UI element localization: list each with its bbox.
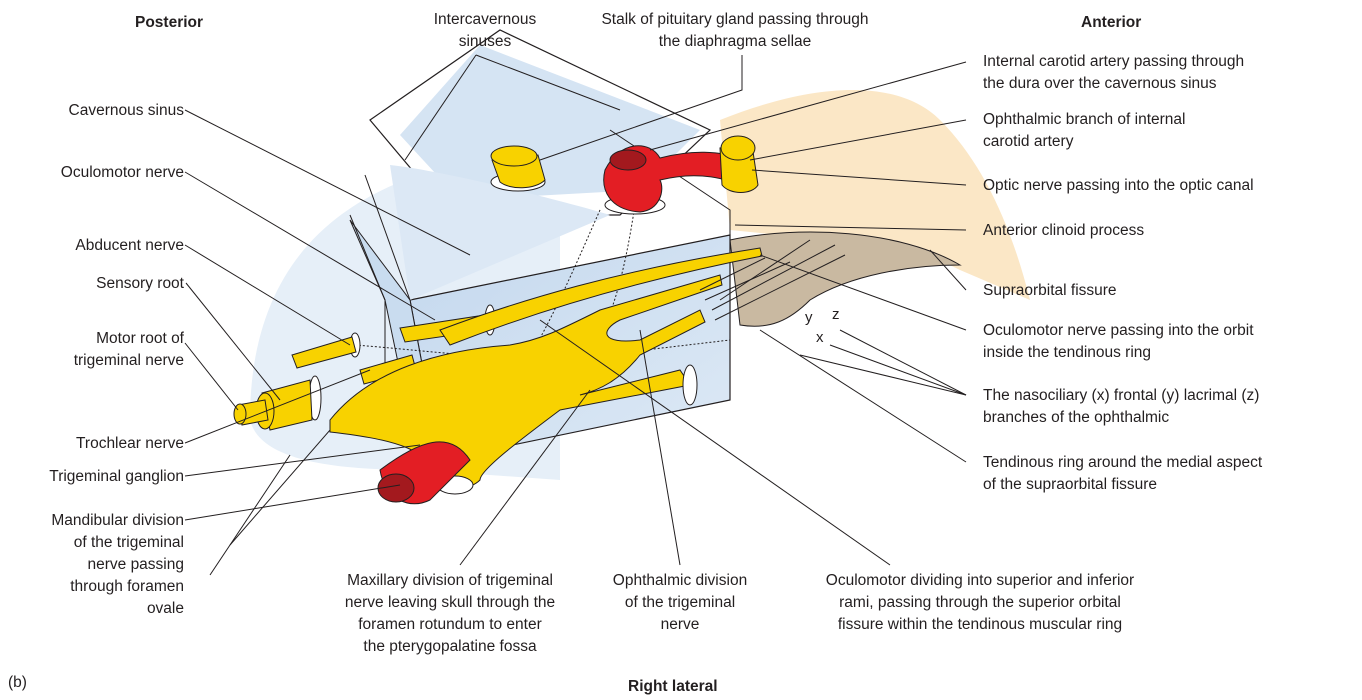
label-mandibular-4: through foramen xyxy=(70,578,184,595)
label-oculomotor-orbit-2: inside the tendinous ring xyxy=(983,344,1152,361)
label-maxillary-2: nerve leaving skull through the xyxy=(344,594,556,611)
label-maxillary-1: Maxillary division of trigeminal xyxy=(347,572,553,589)
orientation-posterior: Posterior xyxy=(135,14,204,31)
label-abducent-nerve: Abducent nerve xyxy=(75,237,184,254)
carotid-lumen xyxy=(609,149,647,171)
sinus-wall-line-1 xyxy=(364,174,411,301)
label-trochlear-nerve: Trochlear nerve xyxy=(76,435,184,452)
orientation-right-lateral: Right lateral xyxy=(628,678,718,695)
label-optic-nerve: Optic nerve passing into the optic canal xyxy=(983,177,1254,194)
anterior-clinoid-bone xyxy=(720,90,1030,300)
label-mandibular-1: Mandibular division xyxy=(51,512,184,529)
label-maxillary-4: the pterygopalatine fossa xyxy=(363,638,537,655)
label-supraorbital-fissure: Supraorbital fissure xyxy=(983,282,1117,299)
label-tendinous-ring-2: of the supraorbital fissure xyxy=(983,476,1158,493)
maxillary-hole xyxy=(682,364,698,406)
label-ophthalmic-division-2: of the trigeminal xyxy=(624,594,736,611)
label-anterior-clinoid: Anterior clinoid process xyxy=(983,222,1145,239)
branch-letter-z: z xyxy=(832,306,840,323)
branch-arrow-1 xyxy=(699,257,766,291)
carotid-bottom-lumen xyxy=(377,473,415,503)
label-motor-root-1: Motor root of xyxy=(96,330,184,347)
label-oculomotor-dividing-1: Oculomotor dividing into superior and in… xyxy=(825,572,1135,589)
label-oculomotor-orbit-1: Oculomotor nerve passing into the orbit xyxy=(983,322,1254,339)
branch-arrow-3 xyxy=(711,244,836,311)
label-motor-root-2: trigeminal nerve xyxy=(73,352,184,369)
label-mandibular-2: of the trigeminal xyxy=(73,534,184,551)
label-ophthalmic-branch-2: carotid artery xyxy=(983,133,1074,150)
branch-letter-x: x xyxy=(816,329,824,346)
abducent-nerve xyxy=(291,336,357,369)
label-intercavernous-2: sinuses xyxy=(458,33,512,50)
label-mandibular-3: nerve passing xyxy=(87,556,184,573)
label-oculomotor-dividing-2: rami, passing through the superior orbit… xyxy=(839,594,1121,611)
branch-arrow-2 xyxy=(704,261,791,301)
supraorbital-fissure-shape xyxy=(729,231,962,327)
label-ophthalmic-division-3: nerve xyxy=(660,616,700,633)
sinus-body xyxy=(390,165,610,300)
label-cavernous-sinus: Cavernous sinus xyxy=(68,102,184,119)
label-maxillary-3: foramen rotundum to enter xyxy=(358,616,542,633)
label-ophthalmic-division-1: Ophthalmic division xyxy=(612,572,748,589)
sinus-wall-line-2 xyxy=(349,214,386,380)
branch-letter-y: y xyxy=(805,309,813,326)
leader-lines xyxy=(184,54,967,566)
pituitary-stalk-top xyxy=(490,145,538,167)
branch-arrow-4 xyxy=(714,254,846,321)
label-internal-carotid-2: the dura over the cavernous sinus xyxy=(983,75,1217,92)
label-pituitary-stalk-2: the diaphragma sellae xyxy=(658,33,812,50)
label-sensory-root: Sensory root xyxy=(96,275,184,292)
label-branches-2: branches of the ophthalmic xyxy=(983,409,1170,426)
branch-arrow-5 xyxy=(719,239,811,301)
label-oculomotor-nerve: Oculomotor nerve xyxy=(60,164,184,181)
label-tendinous-ring-1: Tendinous ring around the medial aspect xyxy=(983,454,1263,471)
label-intercavernous-1: Intercavernous xyxy=(433,11,537,28)
label-ophthalmic-branch-1: Ophthalmic branch of internal xyxy=(983,111,1186,128)
label-pituitary-stalk-1: Stalk of pituitary gland passing through xyxy=(601,11,869,28)
orientation-anterior: Anterior xyxy=(1081,14,1142,31)
panel-label: (b) xyxy=(8,674,27,691)
label-mandibular-5: ovale xyxy=(146,600,184,617)
label-oculomotor-dividing-3: fissure within the tendinous muscular ri… xyxy=(837,616,1123,633)
label-internal-carotid-1: Internal carotid artery passing through xyxy=(983,53,1245,70)
label-trigeminal-ganglion: Trigeminal ganglion xyxy=(49,468,184,485)
sinus-wall-line-4 xyxy=(209,454,291,576)
optic-nerve-end xyxy=(720,135,756,161)
label-branches-1: The nasociliary (x) frontal (y) lacrimal… xyxy=(983,387,1260,404)
